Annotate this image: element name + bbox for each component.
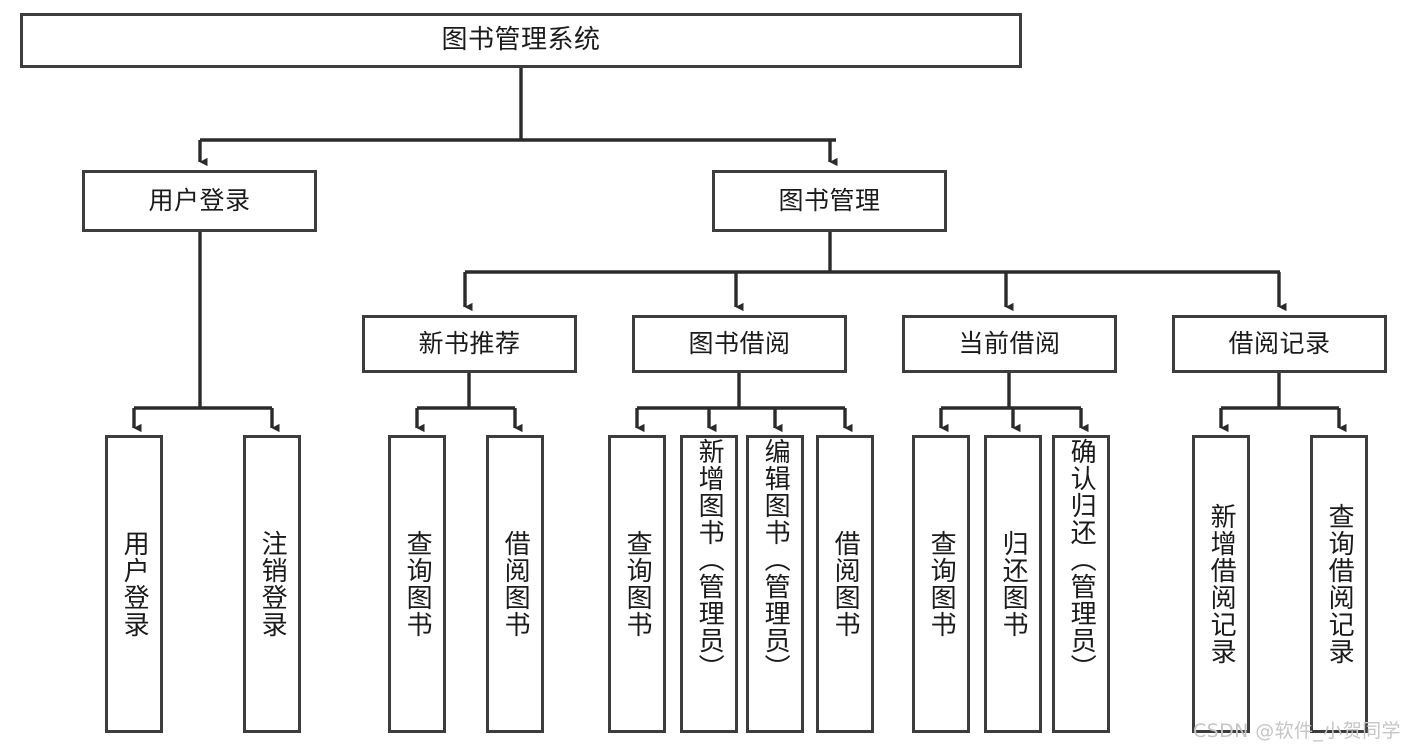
node-current-borrow-label: 当前借阅 (958, 329, 1061, 359)
node-leaf-query-record-label: 查询借阅记录 (1324, 503, 1355, 665)
node-leaf-edit-book[interactable]: 编辑图书（管理员） (746, 435, 804, 733)
node-leaf-logout[interactable]: 注销登录 (243, 435, 301, 733)
node-book-borrow[interactable]: 图书借阅 (632, 315, 847, 373)
node-leaf-borrow-book-2[interactable]: 借阅图书 (816, 435, 874, 733)
node-book-manage[interactable]: 图书管理 (712, 170, 947, 232)
node-leaf-borrow-book-1-label: 借阅图书 (500, 530, 531, 638)
node-leaf-logout-label: 注销登录 (257, 530, 288, 638)
node-leaf-borrow-book-1[interactable]: 借阅图书 (486, 435, 544, 733)
node-leaf-user-login-label: 用户登录 (119, 530, 150, 638)
node-leaf-confirm-return-label: 确认归还（管理员） (1066, 438, 1097, 681)
node-leaf-add-record-label: 新增借阅记录 (1206, 503, 1237, 665)
node-leaf-add-book[interactable]: 新增图书（管理员） (680, 435, 738, 733)
node-leaf-add-record[interactable]: 新增借阅记录 (1192, 435, 1250, 733)
node-leaf-user-login[interactable]: 用户登录 (105, 435, 163, 733)
node-leaf-return-book[interactable]: 归还图书 (984, 435, 1042, 733)
node-leaf-query-book-2[interactable]: 查询图书 (608, 435, 666, 733)
node-leaf-query-book-2-label: 查询图书 (622, 530, 653, 638)
node-leaf-query-record[interactable]: 查询借阅记录 (1310, 435, 1368, 733)
node-leaf-add-book-label: 新增图书（管理员） (694, 438, 725, 681)
node-root[interactable]: 图书管理系统 (20, 13, 1022, 68)
node-leaf-return-book-label: 归还图书 (998, 530, 1029, 638)
node-new-book-rec-label: 新书推荐 (418, 329, 521, 359)
node-leaf-query-book-1-label: 查询图书 (402, 530, 433, 638)
node-user-login-label: 用户登录 (148, 186, 251, 216)
node-leaf-borrow-book-2-label: 借阅图书 (830, 530, 861, 638)
node-leaf-confirm-return[interactable]: 确认归还（管理员） (1052, 435, 1110, 733)
node-leaf-edit-book-label: 编辑图书（管理员） (760, 438, 791, 681)
node-root-label: 图书管理系统 (441, 25, 601, 56)
node-leaf-query-book-3-label: 查询图书 (926, 530, 957, 638)
node-new-book-rec[interactable]: 新书推荐 (362, 315, 577, 373)
node-current-borrow[interactable]: 当前借阅 (902, 315, 1117, 373)
node-borrow-record[interactable]: 借阅记录 (1172, 315, 1387, 373)
node-book-manage-label: 图书管理 (778, 186, 881, 216)
node-leaf-query-book-3[interactable]: 查询图书 (912, 435, 970, 733)
node-leaf-query-book-1[interactable]: 查询图书 (388, 435, 446, 733)
node-borrow-record-label: 借阅记录 (1228, 329, 1331, 359)
node-book-borrow-label: 图书借阅 (688, 329, 791, 359)
node-user-login[interactable]: 用户登录 (82, 170, 317, 232)
